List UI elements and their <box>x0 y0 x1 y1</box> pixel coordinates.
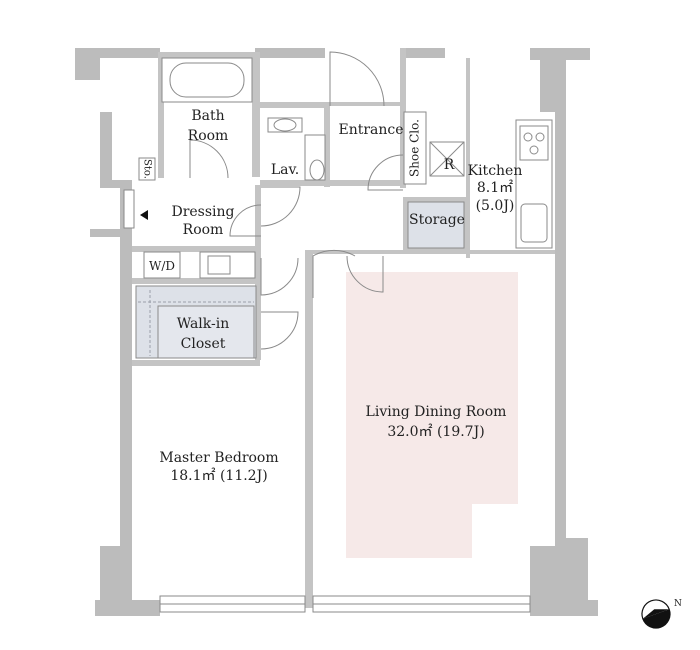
sto-label: Sto. <box>142 159 153 179</box>
walkin-label-2: Closet <box>181 336 226 352</box>
window-living <box>312 595 531 613</box>
kitchen-counter <box>515 119 553 249</box>
master-bedroom-area: 18.1㎡ (11.2J) <box>170 468 267 484</box>
lav-door[interactable] <box>260 186 301 227</box>
dressing-sliding-door[interactable] <box>123 189 148 229</box>
bath-door[interactable] <box>189 139 229 179</box>
walk-in-closet <box>135 285 257 359</box>
entrance-door[interactable] <box>329 51 385 107</box>
shoe-closet <box>403 111 427 185</box>
bathtub <box>161 57 253 103</box>
kitchen-area-sqm: 8.1㎡ <box>477 180 513 196</box>
storage-door[interactable] <box>367 154 404 191</box>
refrigerator-space <box>429 141 465 177</box>
bath-room-label-1: Bath <box>191 108 224 124</box>
lav-label: Lav. <box>271 162 299 178</box>
living-dining-area: 32.0㎡ (19.7J) <box>387 424 484 440</box>
living-dining-highlight <box>346 272 518 558</box>
washer-dryer-space <box>143 251 181 279</box>
master-bedroom-label: Master Bedroom <box>159 450 278 466</box>
kitchen-label: Kitchen <box>468 163 523 179</box>
refrigerator-label: R <box>444 157 455 173</box>
shoe-closet-label: Shoe Clo. <box>408 119 422 177</box>
washer-dryer-label: W/D <box>149 259 175 273</box>
exterior-walls <box>75 48 598 616</box>
vanity <box>199 251 256 279</box>
window-bedroom <box>159 595 306 613</box>
walkin-label-1: Walk-in <box>177 316 229 332</box>
bedroom-door[interactable] <box>260 257 299 296</box>
dressing-door[interactable] <box>229 204 262 237</box>
entrance-label: Entrance <box>338 122 403 138</box>
storage-label: Storage <box>409 212 465 228</box>
dressing-label-1: Dressing <box>171 204 234 220</box>
compass-north-letter: N <box>674 599 682 609</box>
living-door[interactable] <box>312 249 384 298</box>
toilet <box>267 117 303 133</box>
living-dining-label: Living Dining Room <box>366 404 507 420</box>
dressing-label-2: Room <box>183 222 224 238</box>
lavatory-sink <box>304 134 326 181</box>
storage-room <box>407 201 465 249</box>
kitchen-area-jo: (5.0J) <box>476 198 515 214</box>
walkin-door[interactable] <box>260 311 299 350</box>
bath-room-label-2: Room <box>188 128 229 144</box>
north-arrow-icon <box>641 599 671 629</box>
sto-cabinet <box>138 157 156 181</box>
